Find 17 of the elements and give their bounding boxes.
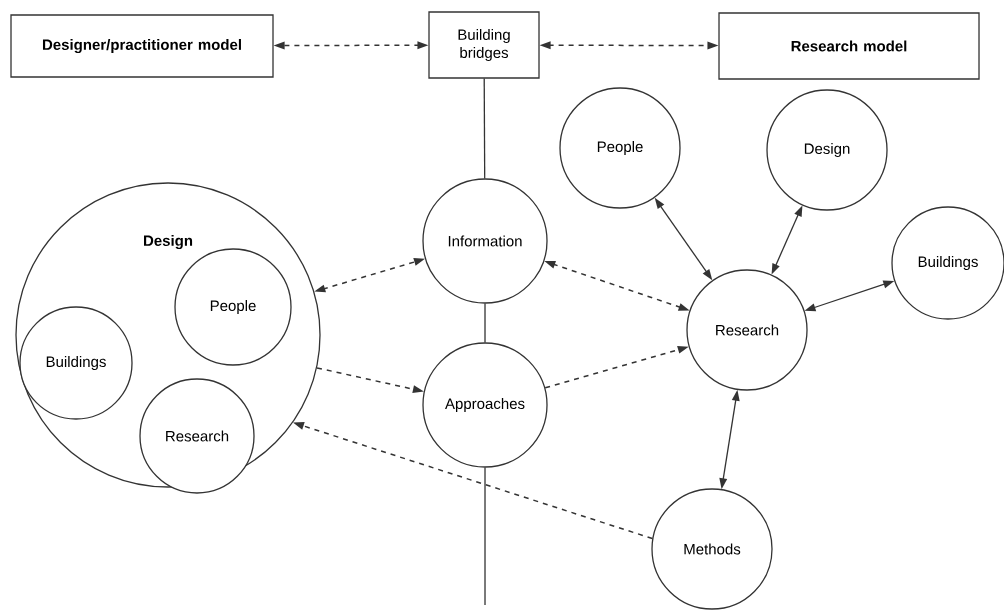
model-box: Designer/practitioner model xyxy=(10,14,274,78)
dashed-arrow xyxy=(293,422,654,540)
dashed-arrow xyxy=(316,367,424,393)
dashed-arrow xyxy=(539,41,719,50)
model-box: Research model xyxy=(718,12,980,80)
connector-line xyxy=(484,302,486,344)
model-box: Building bridges xyxy=(428,11,540,79)
arrow xyxy=(771,205,803,275)
connector-line xyxy=(483,77,486,180)
dashed-arrow xyxy=(544,345,689,389)
connector-line xyxy=(484,466,486,606)
arrow xyxy=(654,197,713,281)
dashed-arrow xyxy=(314,258,425,293)
arrow xyxy=(804,280,895,312)
dashed-arrow xyxy=(544,260,690,311)
arrow xyxy=(719,389,740,490)
dashed-arrow xyxy=(273,41,429,50)
